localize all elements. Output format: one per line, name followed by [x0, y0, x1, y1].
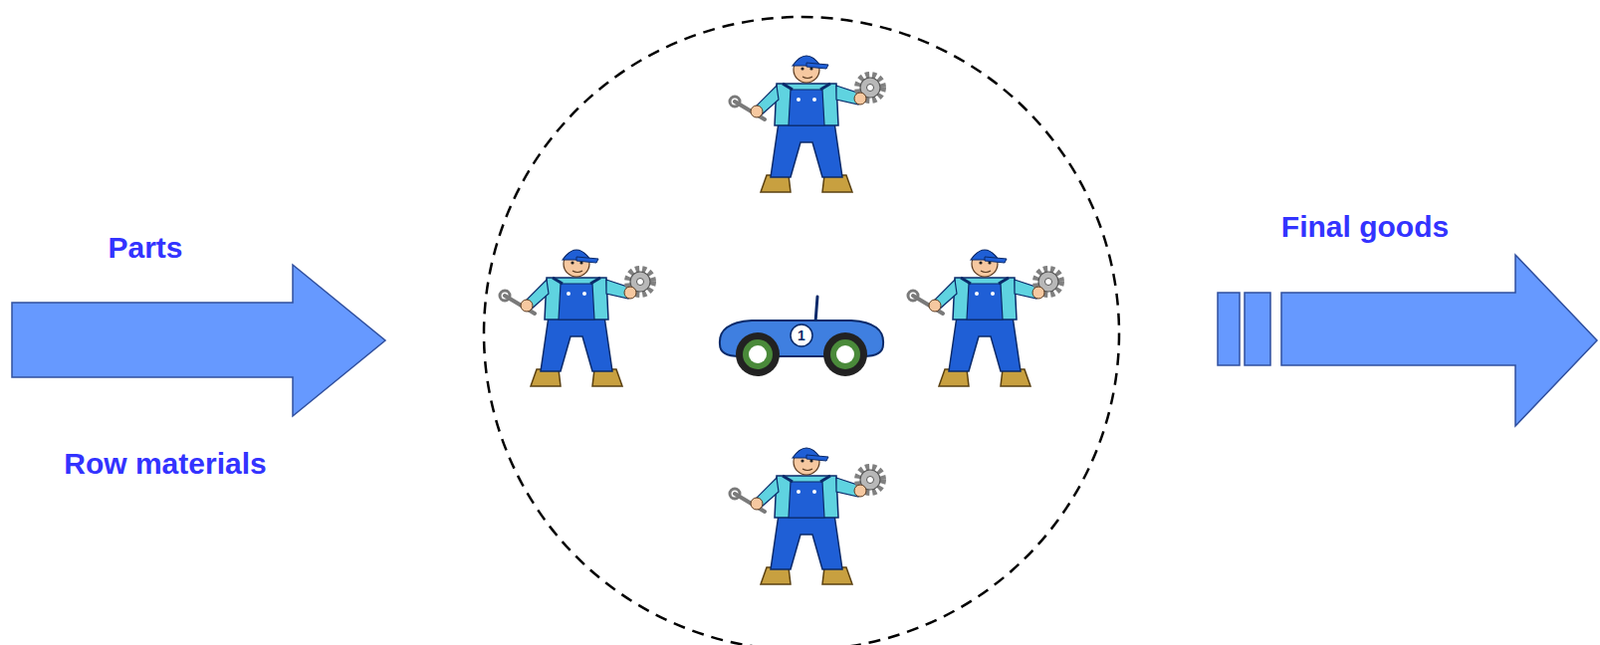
factory-boundary [483, 16, 1120, 645]
input-label: Parts [107, 230, 183, 265]
output-arrow [1217, 254, 1598, 427]
output-label: Final goods [1281, 210, 1449, 244]
input-arrow [11, 264, 386, 417]
worker-figure [729, 55, 884, 193]
worker-figure [908, 249, 1062, 387]
worker-figure [729, 448, 884, 585]
worker-figure [499, 249, 654, 387]
input-label: Row materials [63, 447, 266, 481]
car-figure [719, 296, 884, 377]
car-number: 1 [797, 327, 806, 344]
